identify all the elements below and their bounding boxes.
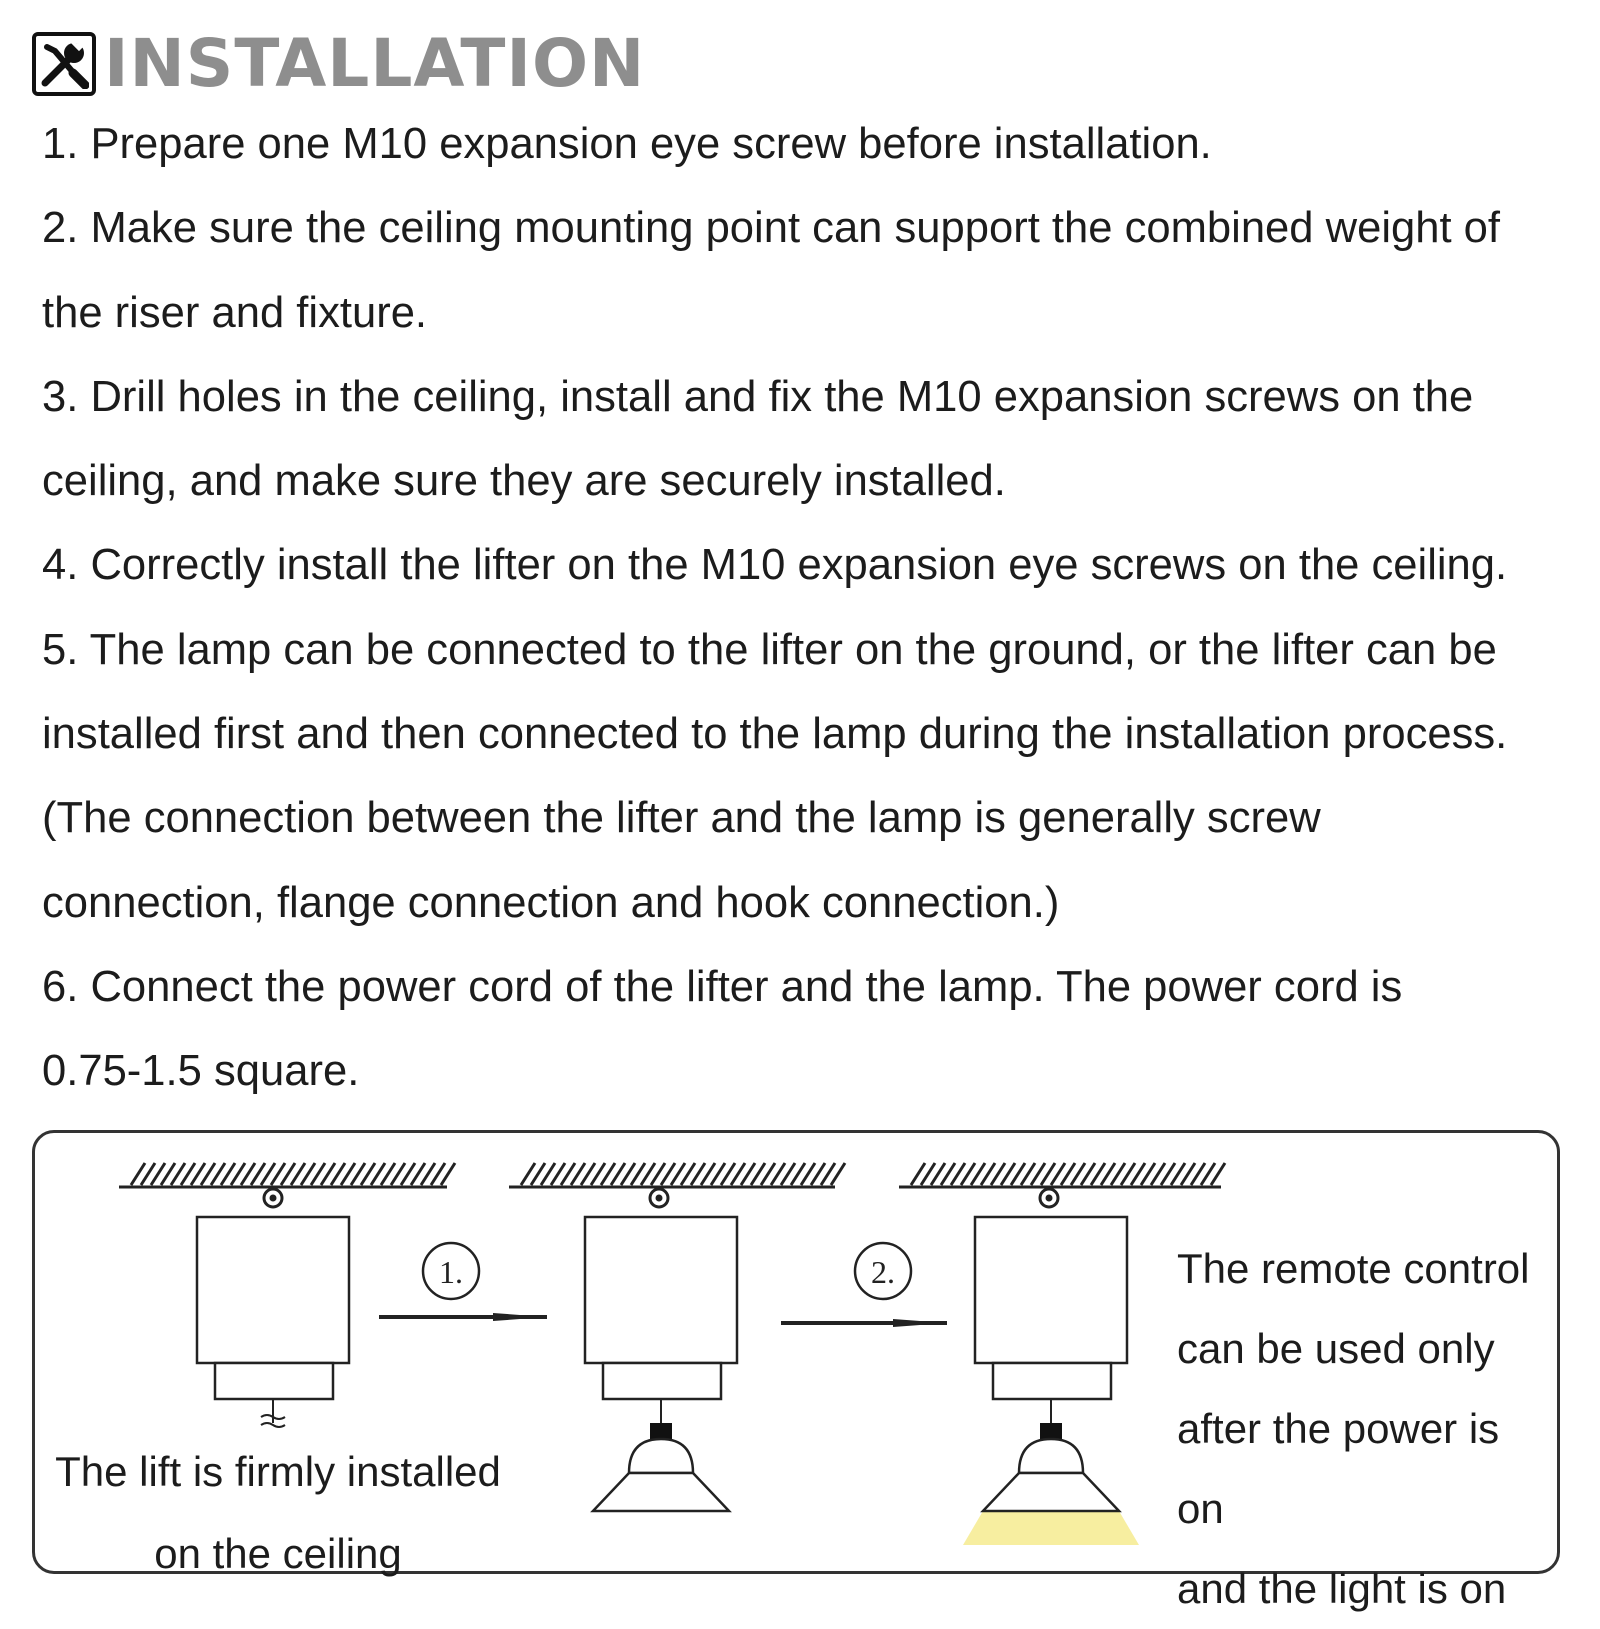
step-2-marker: 2.	[871, 1254, 895, 1290]
step-line: 3. Drill holes in the ceiling, install a…	[42, 371, 1474, 421]
step-line: 1. Prepare one M10 expansion eye screw b…	[42, 119, 1212, 168]
caption-right-line-2: can be used only	[1177, 1325, 1495, 1372]
step-line: (The connection between the lifter and t…	[42, 793, 1321, 843]
step-line: 0.75-1.5 square.	[42, 1046, 360, 1096]
step-1-marker: 1.	[439, 1254, 463, 1290]
installation-steps: 1. Prepare one M10 expansion eye screw b…	[42, 102, 1572, 1114]
page-title: INSTALLATION	[104, 25, 646, 102]
ceiling-hatch-2	[519, 1162, 847, 1186]
step-line: 2. Make sure the ceiling mounting point …	[42, 203, 1501, 253]
caption-right-line-1: The remote control	[1177, 1245, 1530, 1292]
arrow-step-1: 1.	[379, 1241, 547, 1321]
step-line: 6. Connect the power cord of the lifter …	[42, 961, 1403, 1011]
lifter-unit-1	[119, 1162, 457, 1428]
ceiling-hatch-3	[909, 1162, 1227, 1186]
step-line: 4. Correctly install the lifter on the M…	[42, 540, 1508, 590]
caption-lift-installed: The lift is firmly installed on the ceil…	[53, 1431, 503, 1595]
installation-diagram: 1. 2.	[32, 1130, 1560, 1612]
caption-remote-control: The remote control can be used only afte…	[1177, 1229, 1557, 1629]
caption-left-line-1: The lift is firmly installed	[55, 1448, 501, 1495]
arrow-step-2: 2.	[781, 1241, 947, 1327]
caption-left-line-2: on the ceiling	[154, 1530, 402, 1577]
step-line: 5. The lamp can be connected to the lift…	[42, 624, 1497, 674]
step-line: installed first and then connected to th…	[42, 709, 1508, 759]
lifter-unit-2	[509, 1162, 847, 1513]
tools-icon	[32, 32, 96, 96]
step-line: connection, flange connection and hook c…	[42, 877, 1060, 927]
lifter-unit-3	[899, 1162, 1227, 1545]
caption-right-line-3: after the power is on	[1177, 1405, 1500, 1532]
diagram-drawing: 1. 2.	[119, 1162, 1227, 1545]
step-line: ceiling, and make sure they are securely…	[42, 456, 1006, 506]
ceiling-hatch-1	[129, 1162, 457, 1186]
light-beam	[963, 1511, 1139, 1545]
step-line: the riser and fixture.	[42, 287, 428, 337]
section-header: INSTALLATION	[32, 28, 645, 100]
caption-right-line-4: and the light is on	[1177, 1565, 1507, 1612]
